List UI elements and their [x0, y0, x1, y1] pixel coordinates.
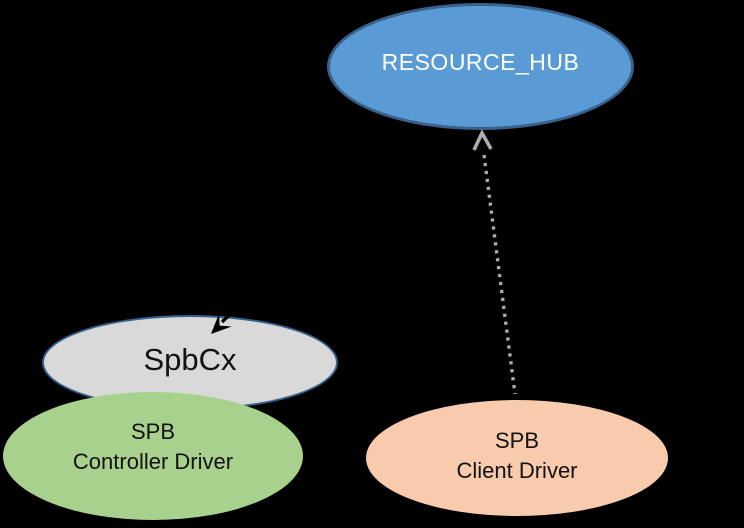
- label-line-2: Controller Driver: [72, 449, 234, 474]
- label-line-1: SPB: [130, 419, 176, 444]
- node-resource-hub-label: RESOURCE_HUB: [381, 49, 580, 75]
- node-spb-controller-driver: SPB Controller Driver: [3, 392, 303, 520]
- dotted-connector-line: [482, 154, 517, 395]
- node-spb-client-driver: SPB Client Driver: [366, 400, 668, 516]
- dotted-arrow-client-to-hub: [472, 129, 517, 395]
- open-chevron-arrowhead-icon: [472, 129, 493, 151]
- node-resource-hub: RESOURCE_HUB: [327, 3, 634, 130]
- node-spb-controller-driver-label: SPB Controller Driver: [73, 417, 233, 477]
- node-spb-client-driver-label: SPB Client Driver: [456, 426, 577, 486]
- label-line-2: Client Driver: [456, 458, 578, 483]
- label-line-1: SPB: [494, 428, 540, 453]
- node-spbcx-label: SpbCx: [143, 341, 237, 377]
